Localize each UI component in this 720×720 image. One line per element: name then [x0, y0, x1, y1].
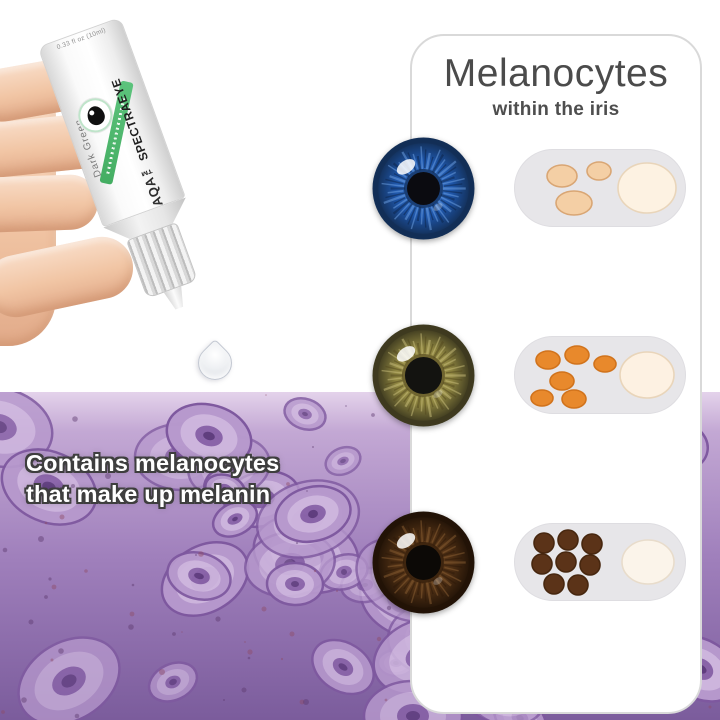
caption-line-1: Contains melanocytes	[26, 450, 280, 476]
info-panel: Melanocytes within the iris	[410, 34, 702, 714]
panel-title: Melanocytes	[443, 52, 669, 95]
panel-subtitle: within the iris	[492, 99, 620, 120]
liquid-drop-icon	[190, 338, 240, 388]
logo-pupil-icon	[84, 103, 108, 128]
trademark-label: AQA™	[135, 160, 166, 209]
caption-text: Contains melanocytes that make up melani…	[26, 448, 279, 510]
caption-line-2: that make up melanin	[26, 481, 271, 507]
